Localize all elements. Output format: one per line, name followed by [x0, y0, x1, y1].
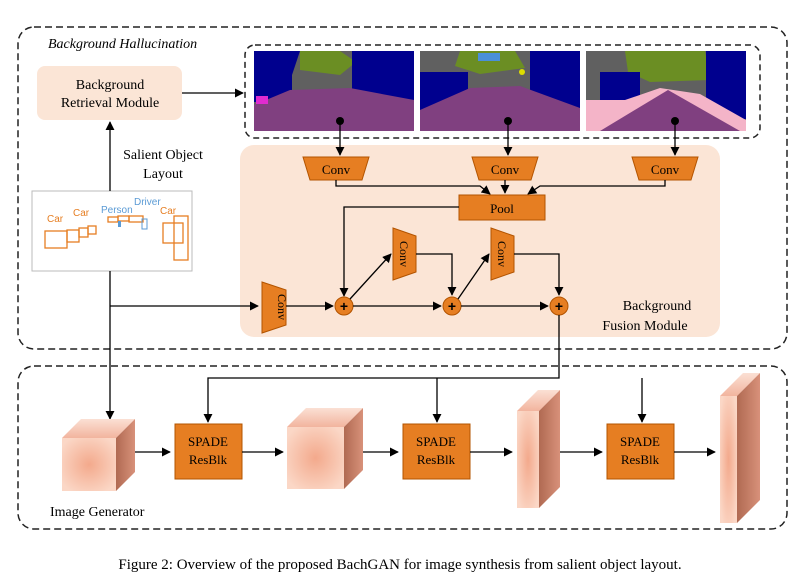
salient-label-line2: Layout	[143, 167, 183, 182]
conv-block-3: Conv	[631, 156, 699, 181]
pool-block	[458, 194, 546, 221]
feature-slab-2	[720, 373, 760, 523]
image-generator-box	[17, 365, 788, 530]
spade-resblk-1: SPADE ResBlk	[174, 423, 243, 480]
feature-slab-1	[517, 390, 560, 508]
plus-label: +	[340, 298, 348, 314]
resblk-label: ResBlk	[189, 452, 228, 467]
conv-block-1: Conv	[302, 156, 370, 181]
add-node-3: +	[549, 296, 569, 316]
segmentation-map-3	[586, 51, 746, 131]
spade-label: SPADE	[416, 434, 456, 449]
salient-label-line1: Salient Object	[123, 148, 203, 163]
conv-label: Conv	[322, 162, 351, 177]
plus-label: +	[555, 298, 563, 314]
resblk-label: ResBlk	[621, 452, 660, 467]
layout-label-car-3: Car	[160, 206, 177, 217]
segmentation-map-2	[420, 51, 580, 131]
conv-label: Conv	[275, 294, 289, 320]
background-hallucination-label: Background Hallucination	[48, 37, 197, 52]
background-retrieval-module	[37, 66, 182, 120]
plus-label: +	[448, 298, 456, 314]
pool-label: Pool	[490, 201, 514, 216]
resblk-label: ResBlk	[417, 452, 456, 467]
conv-label: Conv	[397, 241, 411, 267]
background-fusion-module	[240, 145, 720, 337]
figure-caption: Figure 2: Overview of the proposed BachG…	[118, 557, 681, 573]
fusion-label-line1: Background	[623, 299, 691, 314]
segmentation-map-1	[254, 51, 414, 131]
retrieval-label-line2: Retrieval Module	[61, 96, 159, 111]
feature-cube-2	[287, 408, 363, 489]
layout-label-car-2: Car	[73, 208, 90, 219]
add-node-1: +	[334, 296, 354, 316]
add-node-2: +	[442, 296, 462, 316]
conv-label: Conv	[651, 162, 680, 177]
conv-block-left: Conv	[261, 281, 289, 334]
conv-block-2: Conv	[471, 156, 539, 181]
image-generator-label: Image Generator	[50, 505, 145, 520]
feature-cube-1	[62, 419, 135, 491]
layout-label-car-1: Car	[47, 214, 64, 225]
retrieval-label-line1: Background	[76, 78, 144, 93]
spade-resblk-2: SPADE ResBlk	[402, 423, 471, 480]
conv-label: Conv	[495, 241, 509, 267]
conv-label: Conv	[491, 162, 520, 177]
layout-label-driver: Driver	[134, 197, 161, 208]
background-hallucination-box	[17, 26, 788, 350]
spade-label: SPADE	[620, 434, 660, 449]
layout-label-person: Person	[101, 205, 133, 216]
fusion-label-line2: Fusion Module	[602, 319, 687, 334]
spade-resblk-3: SPADE ResBlk	[606, 423, 675, 480]
conv-block-mid-2: Conv	[490, 227, 515, 281]
spade-label: SPADE	[188, 434, 228, 449]
conv-block-mid-1: Conv	[392, 227, 417, 281]
